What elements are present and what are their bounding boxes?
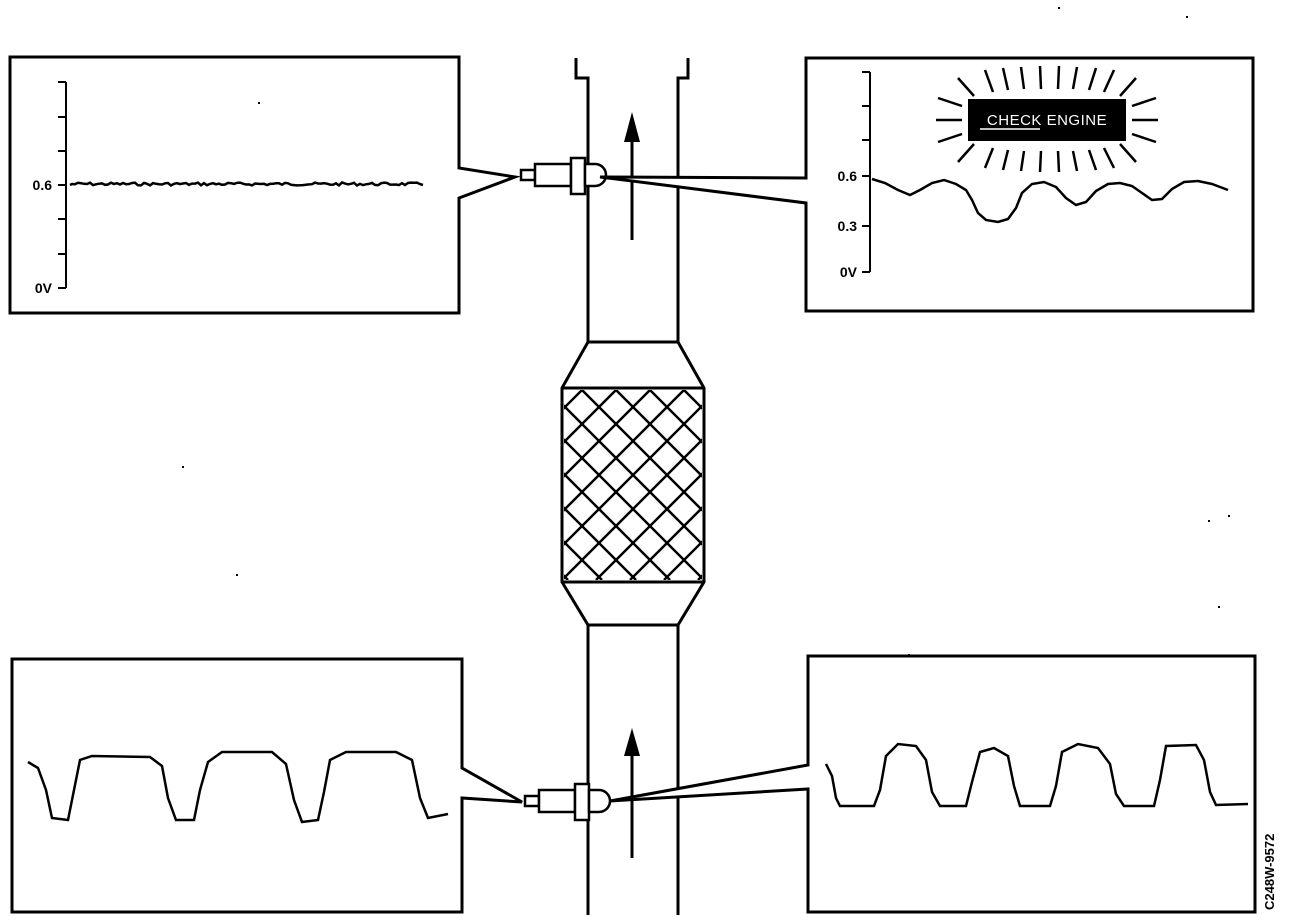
scan-specks xyxy=(182,7,1230,656)
downstream-o2-sensor xyxy=(519,156,608,196)
waveform-switching-downstream xyxy=(824,742,1249,808)
exhaust-flow-arrow-downstream xyxy=(624,112,640,240)
waveform-switching-upstream xyxy=(27,750,449,824)
upstream-o2-sensor xyxy=(523,782,612,822)
converter-substrate xyxy=(564,390,702,580)
light-rays-icon xyxy=(936,65,1158,173)
exhaust-flow-arrow-upstream xyxy=(624,728,640,858)
waveform-partial-switching xyxy=(871,177,1229,224)
waveform-flat xyxy=(69,181,424,188)
check-engine-label: CHECK ENGINE xyxy=(987,112,1107,129)
y-axis-ticks xyxy=(862,71,870,273)
y-tick-label-0.6: 0.6 xyxy=(838,168,858,184)
scope-panel-top-right: 0.6 0.3 0V CHECK ENGINE xyxy=(599,56,1255,313)
scope-panel-bottom-right xyxy=(609,654,1257,914)
check-engine-light: CHECK ENGINE xyxy=(936,65,1158,173)
y-tick-label-0v: 0V xyxy=(840,264,858,280)
scope-panel-bottom-left xyxy=(10,657,523,914)
y-axis-ticks xyxy=(58,81,66,289)
y-tick-label-0.6: 0.6 xyxy=(33,177,53,193)
scope-panel-top-left: 0.6 0V xyxy=(8,55,521,315)
figure-code: C248W-9572 xyxy=(1262,834,1277,910)
y-tick-label-0.3: 0.3 xyxy=(838,218,858,234)
y-tick-label-0v: 0V xyxy=(35,280,53,296)
exhaust-pipe xyxy=(560,58,706,915)
